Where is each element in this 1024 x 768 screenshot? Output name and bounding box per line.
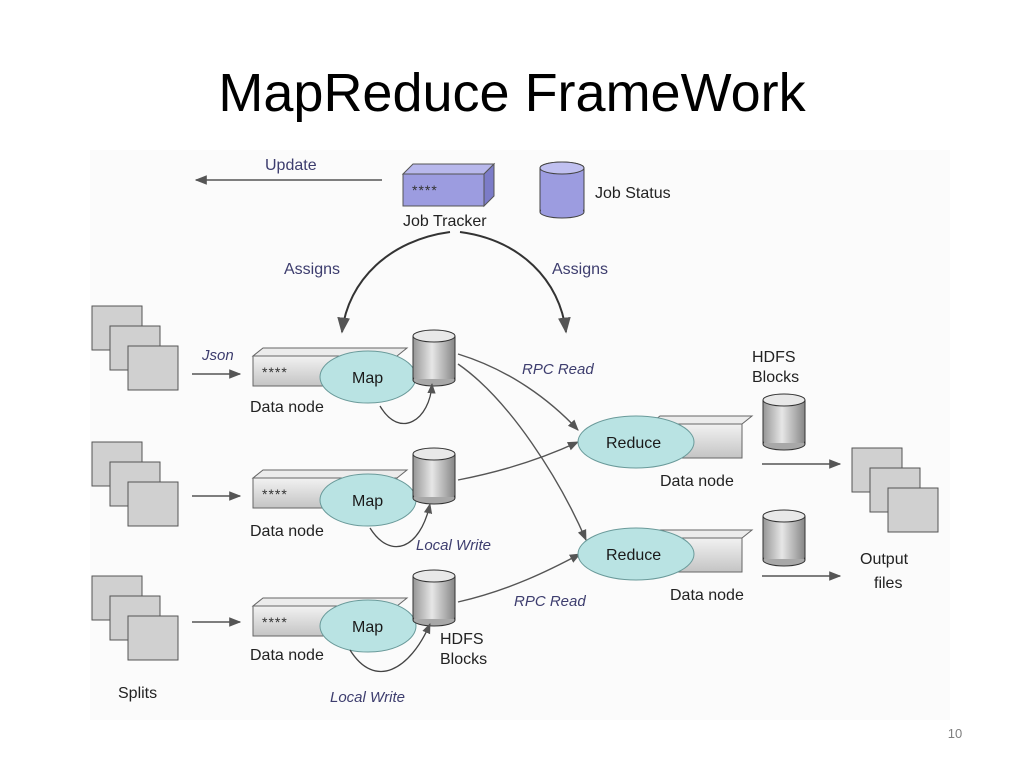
reduce-ellipse: [577, 527, 695, 581]
server-dots: ****: [262, 486, 288, 502]
data-node-label-2: Data node: [250, 523, 324, 540]
map-disk-1-icon: [412, 329, 456, 387]
data-node-label-5: Data node: [670, 587, 744, 604]
rpc-read-arrow-2: [457, 363, 587, 542]
job-status-label: Job Status: [595, 185, 671, 202]
map-data-node-3: **** Map: [251, 597, 417, 653]
rpc-read-arrow-1: [457, 353, 579, 431]
json-label: Json: [201, 347, 234, 364]
reduce-ellipse: [577, 415, 695, 469]
slide-number: 10: [947, 726, 963, 741]
output-files-stack-icon: [851, 447, 939, 533]
slide-title: MapReduce FrameWork: [218, 63, 806, 123]
data-node-label-1: Data node: [250, 399, 324, 416]
split-stack-3-icon: [91, 575, 179, 661]
diagram-background: [90, 150, 950, 720]
reduce-disk-1-icon: [762, 393, 806, 451]
local-write-arrow-1: [379, 382, 436, 425]
assigns-left-label: Assigns: [284, 261, 340, 278]
map-label: Map: [352, 493, 383, 510]
local-write-arrow-3: [349, 623, 431, 672]
rpc-read-arrow-3: [457, 441, 580, 481]
map-data-node-2: **** Map: [251, 469, 417, 527]
assigns-arrow-right: [459, 231, 571, 334]
splits-label: Splits: [118, 685, 157, 702]
hdfs-blocks-top-line2: Blocks: [752, 369, 799, 386]
rpc-read-arrow-4: [457, 553, 581, 603]
reduce-label: Reduce: [606, 547, 661, 564]
local-write-label-2: Local Write: [330, 689, 405, 706]
map-ellipse: [319, 599, 417, 653]
hdfs-blocks-bottom-line1: HDFS: [440, 631, 484, 648]
reduce-data-node-1: Reduce: [577, 415, 754, 469]
assigns-arrow-left: [337, 231, 451, 334]
job-tracker-label: Job Tracker: [403, 213, 487, 230]
server-dots: ****: [262, 364, 288, 380]
server-dots: ****: [262, 614, 288, 630]
job-tracker-dots: ****: [412, 182, 438, 198]
data-node-label-4: Data node: [660, 473, 734, 490]
reduce-disk-2-icon: [762, 509, 806, 567]
rpc-read-top-label: RPC Read: [522, 361, 594, 378]
reduce-label: Reduce: [606, 435, 661, 452]
hdfs-blocks-bottom-line2: Blocks: [440, 651, 487, 668]
split-stack-2-icon: [91, 441, 179, 527]
assigns-right-label: Assigns: [552, 261, 608, 278]
job-status-cylinder-icon: [539, 161, 585, 219]
mapreduce-diagram: Update **** Job Tracker Job Status Assig…: [90, 150, 950, 720]
map-disk-2-icon: [412, 447, 456, 505]
map-label: Map: [352, 370, 383, 387]
update-label: Update: [265, 157, 317, 174]
output-files-line1: Output: [860, 551, 909, 568]
output-files-line2: files: [874, 575, 902, 592]
reduce-data-node-2: Reduce: [577, 527, 754, 581]
map-label: Map: [352, 619, 383, 636]
data-node-label-3: Data node: [250, 647, 324, 664]
hdfs-blocks-top-line1: HDFS: [752, 349, 796, 366]
local-write-label-1: Local Write: [416, 537, 491, 554]
local-write-arrow-2: [369, 502, 433, 548]
map-disk-3-icon: [412, 569, 456, 627]
split-stack-1-icon: [91, 305, 179, 391]
map-data-node-1: **** Map: [251, 347, 417, 404]
job-tracker-icon: ****: [401, 162, 496, 208]
rpc-read-bottom-label: RPC Read: [514, 593, 586, 610]
